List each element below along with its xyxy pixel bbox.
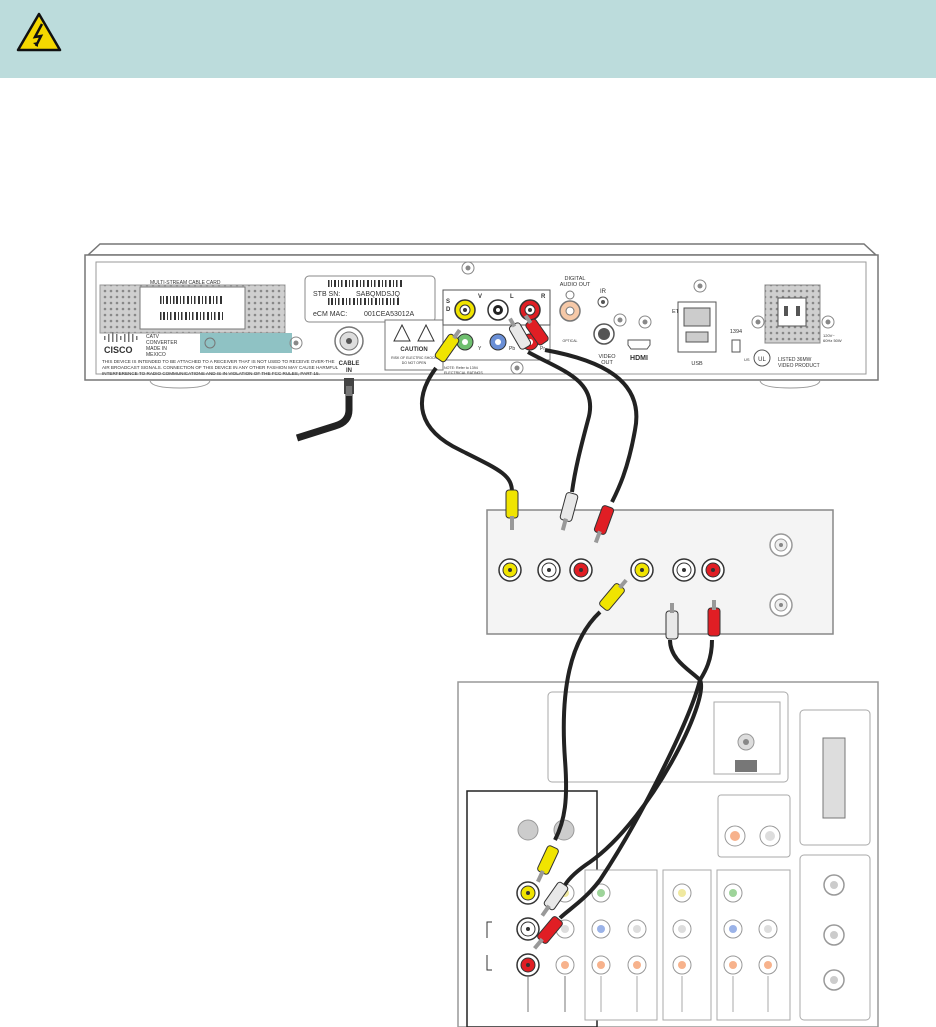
stb-audio-right-jack [519, 299, 541, 321]
cable-stb-to-vcr-audio-right [523, 314, 639, 544]
set-top-box: MULTI-STREAM CABLE CARD CISCO CATV CONVE… [84, 243, 879, 389]
cable-stb-to-vcr-video [420, 328, 519, 530]
listed-label: LISTED 36MW [778, 357, 812, 363]
cable-vcr-to-tv-video [536, 578, 628, 883]
cable-in-label: CABLE [339, 361, 360, 367]
ul-mark-icon [753, 349, 771, 367]
component-pr-label: Pr [540, 346, 545, 352]
mexico-label: MEXICO [146, 352, 166, 358]
catv-label: CATV [146, 334, 160, 340]
firewire-label: 1394 [730, 329, 742, 335]
vcr-out-audio-right-jack [701, 558, 725, 582]
shock-triangle-icon [417, 323, 435, 342]
hdmi-label: HDMI [630, 355, 648, 362]
video-v-label: V [478, 294, 482, 300]
cisco-logo-text: CISCO [104, 345, 133, 355]
stb-sn-label: STB SN: [313, 291, 340, 298]
note-line-2: ELECTRICAL RATINGS [444, 371, 483, 375]
vcr-rf-in-connector [769, 533, 793, 557]
stb-video-out-jack [454, 299, 476, 321]
vcr-in-audio-left-jack [537, 558, 561, 582]
ul-us-label: US [744, 357, 750, 362]
cable-vcr-to-tv-audio-left [540, 603, 704, 917]
note-line-1: NOTE: Refer to 1394 [444, 366, 478, 370]
made-in-label: MADE IN [146, 346, 167, 352]
fcc-notice-line-3: INTERFERENCE TO RADIO COMMUNICATIONS AND… [102, 371, 320, 376]
video-out-label-2: OUT [601, 360, 613, 366]
audio-r-label: R [541, 294, 546, 300]
firewire-port [731, 339, 741, 353]
vcr-in-video-jack [498, 558, 522, 582]
coax-cable [295, 378, 354, 442]
ecm-mac-label: eCM MAC: [313, 311, 347, 318]
caution-label: CAUTION [400, 347, 427, 353]
vcr-out-video-jack [630, 558, 654, 582]
tv-back-panel [457, 681, 879, 1027]
caution-sub-2: DO NOT OPEN [402, 361, 427, 365]
cable-stb-to-vcr-audio-left [508, 317, 593, 531]
component-pb-label: Pb [509, 346, 515, 352]
stb-audio-left-jack [487, 299, 509, 321]
vcr-in-audio-right-jack [569, 558, 593, 582]
electric-shock-warning-icon [16, 12, 62, 52]
optical-label: OPTICAL [563, 339, 578, 343]
vcr-device [486, 509, 834, 635]
hdmi-port [627, 339, 651, 350]
power-rating-1: 120V~ [823, 333, 835, 338]
power-rating-2: 60Hz 50W [823, 338, 842, 343]
caution-triangle-icon [393, 323, 411, 342]
tv-dvi-port [822, 737, 846, 819]
cable-vcr-to-tv-audio-right [533, 600, 721, 950]
tv-in-audio-right-jack [516, 953, 540, 977]
digital-audio-label: DIGITAL [565, 276, 586, 282]
fcc-notice-line-1: THIS DEVICE IS INTENDED TO BE ATTACHED T… [102, 359, 335, 364]
fcc-notice-line-2: AIR BROADCAST SIGNALS. CONNECTION OF THI… [102, 365, 339, 370]
tv-in-audio-left-jack [516, 917, 540, 941]
ul-label: UL [758, 357, 766, 363]
sd-label-d: D [446, 307, 451, 313]
video-out-label: VIDEO [598, 354, 616, 360]
cable-in-label-2: IN [346, 368, 352, 374]
converter-label: CONVERTER [146, 340, 178, 346]
sd-label-s: S [446, 299, 450, 305]
digital-audio-label-2: AUDIO OUT [560, 282, 591, 288]
stb-sn-value: SABQMDSJQ [356, 291, 401, 298]
ir-label: IR [600, 289, 607, 295]
vcr-rf-out-connector [769, 593, 793, 617]
caution-sub-1: RISK OF ELECTRIC SHOCK [391, 356, 437, 360]
ecm-mac-value: 001CEA53012A [364, 311, 415, 318]
vcr-out-audio-left-jack [672, 558, 696, 582]
audio-l-label: L [510, 294, 514, 300]
tv-in-video-jack [516, 881, 540, 905]
component-y-label: Y [478, 346, 482, 352]
video-product-label: VIDEO PRODUCT [778, 363, 820, 369]
usb-label: USB [691, 361, 703, 367]
cablecard-label: MULTI-STREAM CABLE CARD [150, 280, 221, 286]
tv-rf-connectors [823, 874, 845, 991]
warning-banner [0, 0, 936, 78]
usb-port [685, 331, 709, 343]
